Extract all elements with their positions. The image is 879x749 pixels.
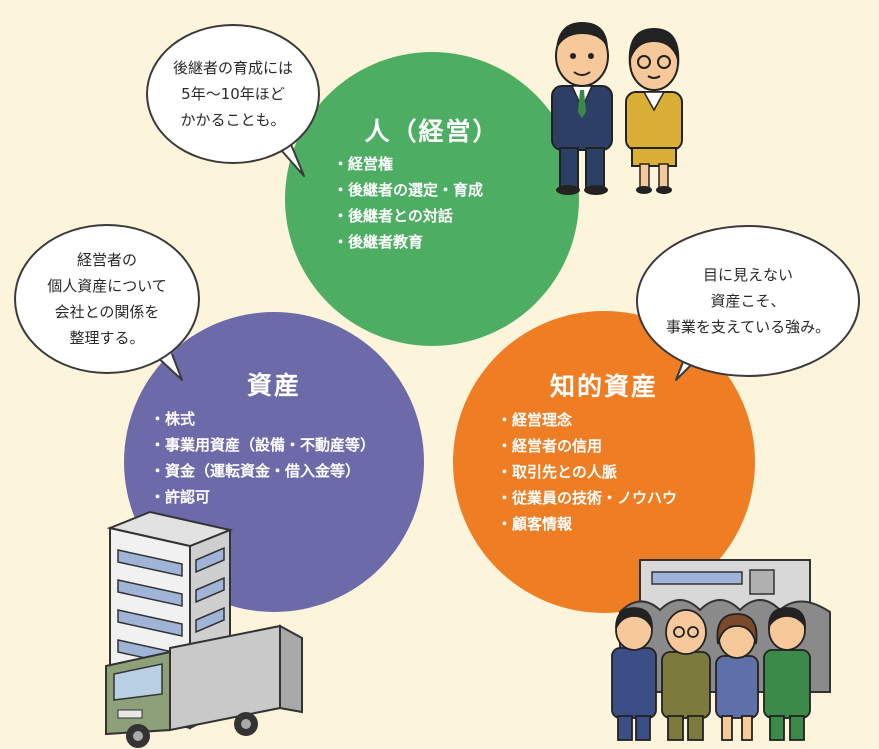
- bubble-line: 後継者の育成には: [172, 59, 293, 77]
- business-couple-icon: [551, 22, 683, 195]
- list-item: 経営権: [333, 151, 483, 177]
- factory-staff-icon: [611, 559, 831, 741]
- list-item: 従業員の技術・ノウハウ: [497, 485, 677, 511]
- circle-person-title: 人（経営）: [364, 117, 500, 146]
- bubble-line: 目に見えない: [702, 266, 793, 284]
- bubble-line: 会社との関係を: [54, 303, 160, 321]
- list-item: 許認可: [150, 484, 375, 510]
- bubble-line: 経営者の: [76, 251, 137, 269]
- circle-asset-title: 資産: [246, 371, 301, 400]
- list-item: 資金（運転資金・借入金等）: [150, 458, 375, 484]
- list-item: 取引先との人脈: [497, 459, 677, 485]
- circle-person-list: 経営権 後継者の選定・育成 後継者との対話 後継者教育: [333, 151, 483, 255]
- bubble-line: 事業を支えている強み。: [665, 318, 831, 336]
- list-item: 後継者の選定・育成: [333, 177, 483, 203]
- list-item: 顧客情報: [497, 511, 677, 537]
- list-item: 後継者教育: [333, 229, 483, 255]
- bubble-line: 5年〜10年ほど: [181, 85, 285, 103]
- bubble-line: 資産こそ、: [710, 292, 786, 310]
- circle-person-management: 人（経営） 経営権 後継者の選定・育成 後継者との対話 後継者教育: [285, 52, 579, 346]
- circle-ip-title: 知的資産: [549, 372, 658, 401]
- list-item: 経営理念: [497, 407, 677, 433]
- circle-asset-list: 株式 事業用資産（設備・不動産等） 資金（運転資金・借入金等） 許認可: [150, 406, 375, 510]
- bubble-line: 整理する。: [69, 329, 145, 347]
- speech-bubble-ip: 目に見えない 資産こそ、 事業を支えている強み。: [636, 225, 860, 377]
- speech-bubble-asset: 経営者の 個人資産について 会社との関係を 整理する。: [14, 224, 200, 374]
- list-item: 事業用資産（設備・不動産等）: [150, 432, 375, 458]
- list-item: 株式: [150, 406, 375, 432]
- building-truck-icon: [105, 510, 303, 748]
- speech-bubble-person: 後継者の育成には 5年〜10年ほど かかることも。: [146, 24, 320, 164]
- bubble-tail-icon: [153, 353, 183, 381]
- list-item: 経営者の信用: [497, 433, 677, 459]
- bubble-line: 個人資産について: [47, 277, 167, 295]
- list-item: 後継者との対話: [333, 203, 483, 229]
- circle-ip-list: 経営理念 経営者の信用 取引先との人脈 従業員の技術・ノウハウ 顧客情報: [497, 407, 677, 537]
- bubble-line: かかることも。: [180, 111, 286, 129]
